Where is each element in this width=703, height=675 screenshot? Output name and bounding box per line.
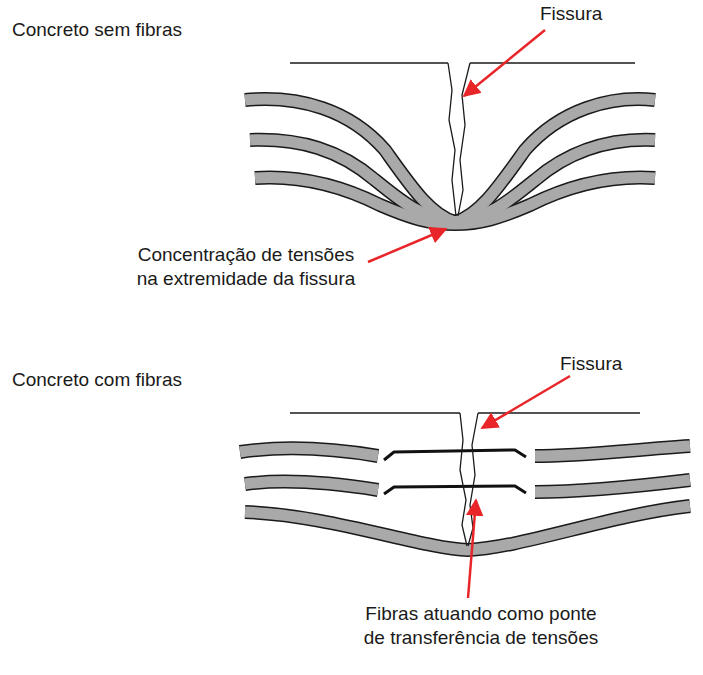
section-title: Concreto sem fibras	[12, 18, 182, 42]
callout-label: Fissura	[540, 2, 602, 26]
fibers	[384, 450, 526, 494]
crack	[448, 63, 470, 216]
section-title: Concreto com fibras	[12, 368, 182, 392]
callout-label: Fibras atuando como ponte de transferênc…	[355, 602, 607, 650]
callout-label: Concentração de tensões na extremidade d…	[128, 243, 364, 291]
crack	[460, 413, 478, 546]
concrete-surface	[290, 62, 635, 64]
leader-arrow	[368, 30, 570, 598]
concrete-surface	[290, 412, 640, 414]
stress-lines	[245, 99, 655, 224]
callout-label: Fissura	[560, 352, 622, 376]
